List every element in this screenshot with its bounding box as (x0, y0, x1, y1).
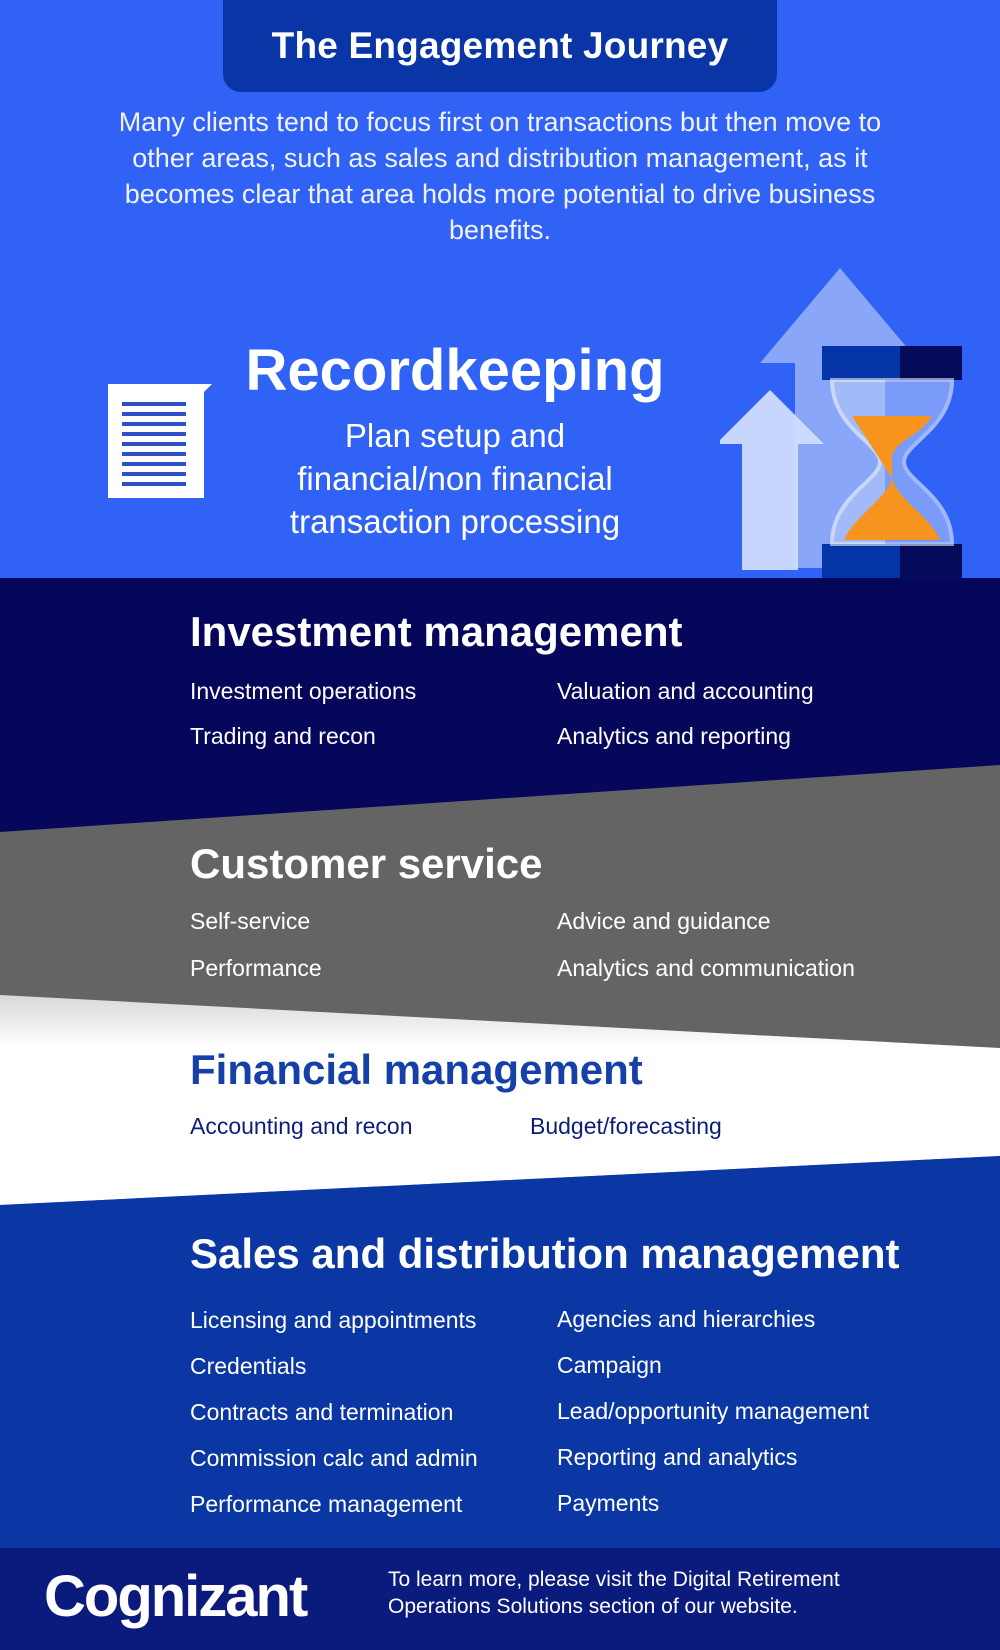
investment-management-title: Investment management (190, 608, 683, 655)
recordkeeping-subtitle: Plan setup and financial/non financial t… (210, 414, 700, 543)
sales-distribution-title: Sales and distribution management (190, 1230, 900, 1277)
document-icon (108, 384, 212, 498)
financial-management-title: Financial management (190, 1046, 643, 1093)
sales-item: Lead/opportunity management (557, 1398, 869, 1424)
financial-item: Budget/forecasting (530, 1113, 722, 1139)
sales-item: Performance management (190, 1491, 463, 1517)
sales-item: Payments (557, 1490, 660, 1516)
growth-hourglass-graphic (720, 268, 962, 578)
recordkeeping-title: Recordkeeping (245, 338, 665, 403)
sales-band (0, 1156, 1000, 1548)
investment-item: Trading and recon (190, 723, 376, 749)
customer-service-title: Customer service (190, 840, 543, 887)
sales-item: Reporting and analytics (557, 1444, 798, 1470)
sales-item: Contracts and termination (190, 1399, 454, 1425)
cognizant-logo: Cognizant (44, 1564, 308, 1629)
title-tab: The Engagement Journey (223, 0, 777, 92)
investment-item: Valuation and accounting (557, 678, 814, 704)
customer-item: Performance (190, 955, 322, 981)
sales-item: Agencies and hierarchies (557, 1306, 816, 1332)
page-title: The Engagement Journey (271, 25, 729, 66)
footer-note-line: Operations Solutions section of our webs… (388, 1595, 798, 1618)
footer-note: To learn more, please visit the Digital … (388, 1566, 908, 1620)
customer-item: Analytics and communication (557, 955, 855, 981)
recordkeeping-subtitle-line: Plan setup and (344, 417, 566, 454)
customer-item: Advice and guidance (557, 908, 771, 934)
customer-item: Self-service (190, 908, 311, 934)
customer-band (0, 765, 1000, 1048)
sales-item: Commission calc and admin (190, 1445, 478, 1471)
sales-item: Credentials (190, 1353, 307, 1379)
recordkeeping-subtitle-line: financial/non financial (297, 460, 613, 497)
arrow-up-icon (720, 390, 824, 570)
investment-item: Investment operations (190, 678, 417, 704)
financial-band (0, 995, 1000, 1205)
investment-item: Analytics and reporting (557, 723, 791, 749)
footer-bar (0, 1548, 1000, 1650)
recordkeeping-subtitle-line: transaction processing (289, 503, 621, 540)
intro-text: Many clients tend to focus first on tran… (118, 107, 882, 245)
footer-note-line: To learn more, please visit the Digital … (388, 1568, 840, 1591)
sales-item: Licensing and appointments (190, 1307, 477, 1333)
sales-item: Campaign (557, 1352, 662, 1378)
hourglass-icon (822, 346, 962, 578)
financial-item: Accounting and recon (190, 1113, 413, 1139)
